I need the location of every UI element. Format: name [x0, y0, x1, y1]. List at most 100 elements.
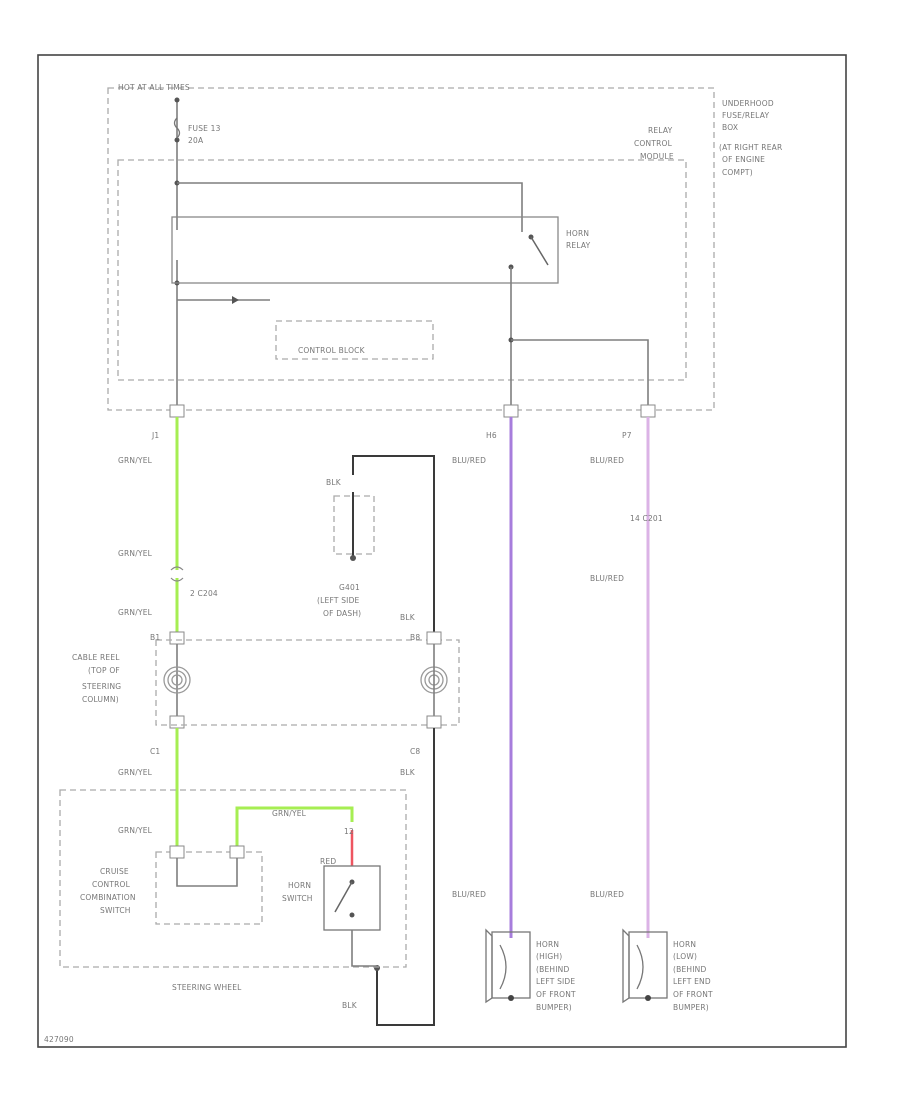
connector-p7	[640, 404, 656, 418]
label-pin-p7: P7	[622, 431, 632, 440]
label-pin-h6: H6	[486, 431, 497, 440]
connector-c8	[426, 715, 442, 729]
label-wire-grn-yel-1: GRN/YEL	[118, 456, 153, 465]
label-underhood-line3: BOX	[722, 123, 738, 132]
label-horn-low-line4: LEFT END	[673, 977, 711, 986]
label-wire-blu-red-3: BLU/RED	[590, 574, 624, 583]
relay-switch-arm	[530, 236, 549, 266]
connector-b1	[169, 631, 185, 645]
cruise-switch-link	[176, 858, 238, 887]
label-cable-reel-line4: COLUMN)	[82, 695, 119, 704]
diagram-frame	[37, 54, 847, 1048]
label-wire-grn-yel-4: GRN/YEL	[118, 768, 153, 777]
fuse-top-node	[174, 97, 180, 103]
label-cable-reel-line1: CABLE REEL	[72, 653, 120, 662]
ground-wire-g401	[352, 455, 435, 632]
label-wire-blu-red-5: BLU/RED	[590, 890, 624, 899]
label-wire-grn-yel-2: GRN/YEL	[118, 549, 153, 558]
label-cruise-line3: COMBINATION	[80, 893, 136, 902]
connector-b8	[426, 631, 442, 645]
horn-low-icon	[622, 928, 668, 1004]
ground-g401-box	[333, 495, 375, 555]
label-wire-blk-ground: BLK	[326, 478, 342, 487]
label-cruise-line4: SWITCH	[100, 906, 131, 915]
relay-feed-wire	[177, 182, 523, 232]
label-cable-reel-line3: STEERING	[82, 682, 121, 691]
label-wire-blu-red-2: BLU/RED	[590, 456, 624, 465]
label-fuse-line2: 20A	[188, 136, 204, 145]
label-horn-low-line6: BUMPER)	[673, 1003, 709, 1012]
connector-h6	[503, 404, 519, 418]
horn-switch-arm	[334, 881, 353, 913]
horn-switch-box	[323, 865, 381, 931]
connector-c204-symbol	[170, 566, 184, 582]
horn-high-icon	[485, 928, 531, 1004]
connector-cruise-1	[169, 845, 185, 859]
horn-switch-ground-lead	[351, 930, 377, 967]
control-arrow-icon	[232, 296, 239, 304]
label-wire-blu-red-1: BLU/RED	[452, 456, 486, 465]
label-underhood-line4: (AT RIGHT REAR	[719, 143, 782, 152]
connector-cruise-2	[229, 845, 245, 859]
label-horn-switch-line2: SWITCH	[282, 894, 313, 903]
label-g401-line1: G401	[339, 583, 360, 592]
connector-j1	[169, 404, 185, 418]
relay-control-module	[117, 159, 687, 381]
label-connector-c201: 14 C201	[630, 514, 663, 523]
label-cruise-line2: CONTROL	[92, 880, 131, 889]
label-horn-relay-line2: RELAY	[566, 241, 591, 250]
label-horn-low-line5: OF FRONT	[673, 990, 713, 999]
fuse-symbol	[173, 117, 181, 139]
label-g401-line2: (LEFT SIDE	[317, 596, 360, 605]
control-block	[275, 320, 434, 360]
label-horn-switch-line1: HORN	[288, 881, 311, 890]
label-cruise-line1: CRUISE	[100, 867, 129, 876]
label-horn-low-line3: (BEHIND	[673, 965, 706, 974]
label-g401-line3: OF DASH)	[323, 609, 361, 618]
label-horn-high-line6: BUMPER)	[536, 1003, 572, 1012]
label-control-block: CONTROL BLOCK	[298, 346, 366, 355]
label-underhood-line2: FUSE/RELAY	[722, 111, 769, 120]
ground-g401-node	[350, 555, 356, 561]
label-pin-12: 12	[344, 827, 354, 836]
label-horn-high-line4: LEFT SIDE	[536, 977, 575, 986]
label-pin-c1: C1	[150, 747, 160, 756]
cruise-control-switch-box	[155, 851, 263, 925]
label-horn-low-line2: (LOW)	[673, 952, 697, 961]
label-hot-at-all-times: HOT AT ALL TIMES	[118, 83, 190, 92]
label-wire-grn-yel-5: GRN/YEL	[272, 809, 307, 818]
label-pin-b1: B1	[150, 633, 160, 642]
underhood-fuse-relay-box	[107, 87, 715, 411]
ground-wire-bottom	[376, 728, 435, 1026]
label-pin-c8: C8	[410, 747, 420, 756]
label-figure-id: 427090	[44, 1035, 74, 1044]
label-horn-high-line5: OF FRONT	[536, 990, 576, 999]
label-connector-c204: 2 C204	[190, 589, 218, 598]
connector-c1	[169, 715, 185, 729]
label-horn-low-line1: HORN	[673, 940, 696, 949]
label-horn-high-line3: (BEHIND	[536, 965, 569, 974]
label-pin-b8: B8	[410, 633, 420, 642]
low-horn-branch-wire	[511, 339, 649, 410]
label-horn-high-line2: (HIGH)	[536, 952, 562, 961]
fuse-bottom-node	[174, 137, 180, 143]
label-horn-relay-line1: HORN	[566, 229, 589, 238]
label-relay-module-line3: MODULE	[640, 152, 674, 161]
label-steering-wheel: STEERING WHEEL	[172, 983, 242, 992]
label-blk-top: BLK	[400, 613, 416, 622]
cable-reel-left-icon	[163, 666, 191, 694]
label-relay-module-line2: CONTROL	[634, 139, 673, 148]
label-horn-high-line1: HORN	[536, 940, 559, 949]
green-wire-3	[235, 806, 354, 852]
label-pin-j1: J1	[151, 431, 159, 440]
steering-wheel-box	[59, 789, 407, 968]
label-underhood-line5: OF ENGINE	[722, 155, 765, 164]
label-wire-grn-yel-3: GRN/YEL	[118, 608, 153, 617]
label-blk-bottom: BLK	[342, 1001, 358, 1010]
label-wire-grn-yel-6: GRN/YEL	[118, 826, 153, 835]
label-fuse-line1: FUSE 13	[188, 124, 221, 133]
label-relay-module-line1: RELAY	[648, 126, 673, 135]
label-wire-blu-red-4: BLU/RED	[452, 890, 486, 899]
label-wire-blk-c8: BLK	[400, 768, 416, 777]
